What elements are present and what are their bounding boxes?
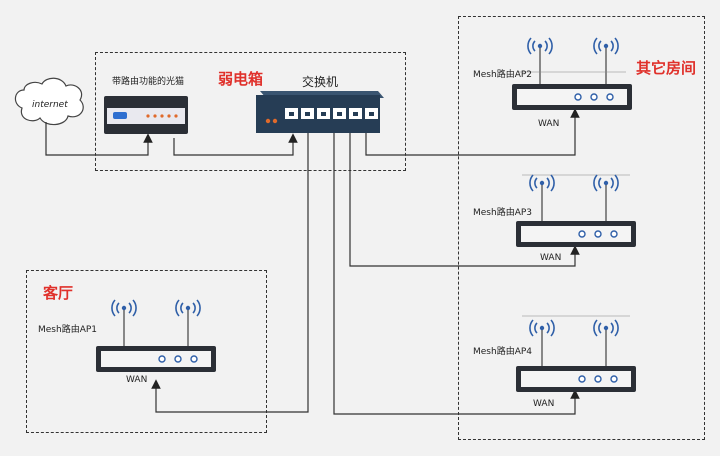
- modem-label: 带路由功能的光猫: [112, 77, 185, 87]
- optical-modem: [104, 96, 188, 134]
- internet-label: internet: [32, 100, 68, 110]
- switch-label: 交换机: [302, 75, 339, 89]
- ap1-wan: WAN: [126, 375, 148, 385]
- ap4-wan: WAN: [533, 399, 555, 409]
- ap2-wan: WAN: [538, 119, 560, 129]
- weak-box-title: 弱电箱: [218, 70, 264, 88]
- internet-cloud: [14, 77, 84, 126]
- cable-lines: [45, 108, 580, 415]
- router-ap1: [95, 299, 217, 373]
- router-ap2: [511, 37, 633, 111]
- living-room-zone: [26, 270, 267, 433]
- network-switch: [256, 91, 384, 133]
- other-rooms-zone: [458, 16, 705, 440]
- other-rooms-title: 其它房间: [636, 59, 697, 77]
- weak-box-zone: [95, 52, 406, 171]
- ap4-name: Mesh路由AP4: [473, 347, 533, 357]
- ap3-wan: WAN: [540, 253, 562, 263]
- living-room-title: 客厅: [43, 284, 74, 302]
- ap2-name: Mesh路由AP2: [473, 70, 533, 80]
- router-ap3: [515, 174, 637, 248]
- router-ap4: [515, 315, 637, 393]
- ap1-name: Mesh路由AP1: [38, 325, 98, 335]
- ap3-name: Mesh路由AP3: [473, 208, 533, 218]
